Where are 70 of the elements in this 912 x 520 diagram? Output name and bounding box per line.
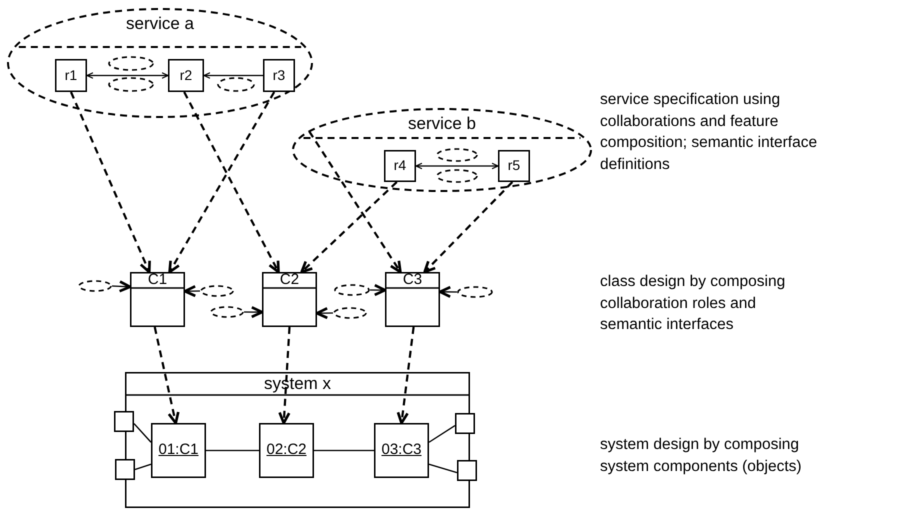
port-box	[114, 411, 134, 432]
object-box	[151, 423, 206, 478]
description-text: class design by composing collaboration roles and semantic interfaces	[600, 272, 786, 335]
object-box	[374, 423, 429, 478]
node-label: r4	[392, 157, 408, 174]
group-heading: system x	[262, 374, 332, 394]
class-box	[385, 272, 440, 327]
collaboration-ellipse	[334, 284, 370, 296]
arrow	[244, 306, 264, 318]
arrow	[184, 284, 200, 298]
class-box	[262, 272, 317, 327]
node-label: C3	[402, 271, 424, 288]
dependency-arrow	[154, 326, 180, 424]
connector-line	[428, 425, 456, 443]
class-box	[130, 272, 185, 327]
group-heading: service a	[124, 14, 196, 34]
connector-line	[314, 450, 374, 452]
node-label: 01:C1	[157, 440, 200, 458]
collaboration-ellipse	[217, 77, 255, 92]
dependency-arrow	[70, 92, 151, 274]
connector-line	[206, 450, 259, 452]
group-heading: service b	[406, 114, 478, 134]
object-box	[259, 423, 314, 478]
collaboration-ellipse	[333, 307, 367, 319]
dependency-arrow	[396, 326, 415, 424]
dependency-arrow	[278, 326, 291, 424]
role-box	[55, 59, 87, 92]
dependency-arrow	[168, 91, 276, 274]
port-box	[115, 459, 135, 480]
role-box	[168, 59, 204, 92]
dependency-arrow	[308, 130, 402, 274]
dependency-arrow	[183, 91, 280, 274]
collaboration-ellipse	[210, 306, 244, 318]
arrow	[86, 72, 169, 79]
arrow	[370, 284, 386, 296]
arrow	[203, 72, 263, 79]
role-box	[263, 59, 295, 92]
collaboration-ellipse	[436, 169, 478, 183]
collaboration-ellipse	[108, 77, 154, 92]
node-label: C1	[146, 271, 168, 288]
node-label: r3	[272, 66, 286, 83]
node-label: 03:C3	[380, 440, 423, 458]
port-box	[455, 413, 475, 434]
collaboration-ellipse	[436, 148, 478, 162]
dependency-arrow	[423, 181, 514, 274]
role-box	[384, 150, 416, 182]
connector-line	[134, 464, 152, 470]
node-label: r5	[506, 157, 522, 174]
service-ellipse	[7, 8, 313, 118]
description-text: service specification using collaborations and feature composition; semantic interface definitions	[600, 90, 818, 174]
collaboration-ellipse	[457, 286, 493, 298]
arrow	[112, 280, 132, 292]
node-label: r1	[64, 66, 78, 83]
connector-line	[428, 464, 458, 474]
arrow	[415, 162, 499, 170]
system-frame	[125, 372, 470, 508]
node-label: r2	[178, 66, 194, 83]
node-label: C2	[278, 271, 300, 288]
collaboration-ellipse	[200, 285, 234, 297]
collaboration-ellipse	[108, 56, 154, 71]
arrow	[316, 306, 334, 320]
collaboration-ellipse	[78, 280, 112, 292]
dependency-arrow	[300, 181, 398, 274]
connector-line	[134, 423, 152, 443]
arrow	[438, 286, 457, 298]
node-label: 02:C2	[265, 440, 308, 458]
role-box	[498, 150, 530, 182]
port-box	[457, 460, 477, 481]
description-text: system design by composing system components (objects)	[600, 435, 803, 476]
service-ellipse	[292, 108, 592, 192]
